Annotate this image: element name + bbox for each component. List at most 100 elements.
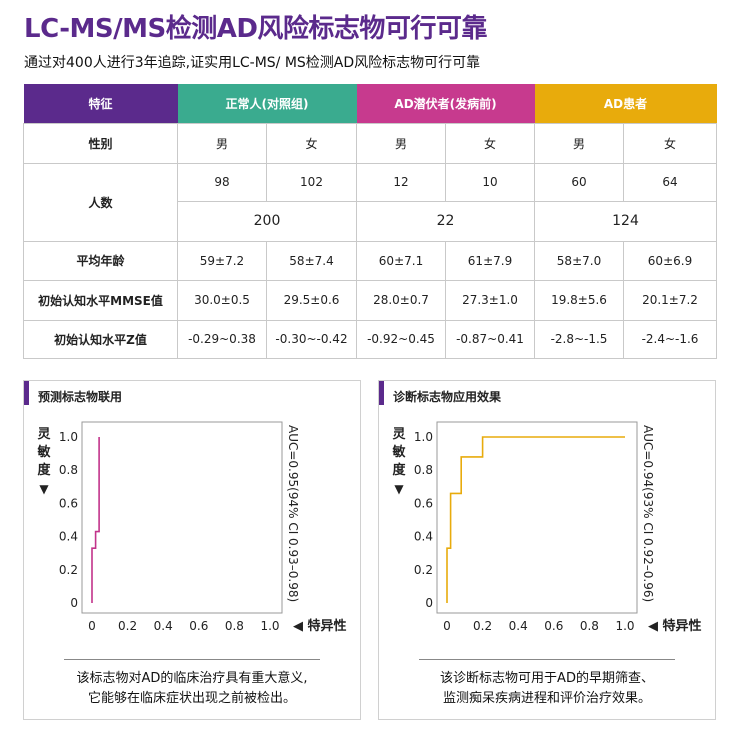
caption-line: 它能够在临床症状出现之前被检出。 [87, 691, 296, 706]
y-tick-label: 0 [70, 596, 78, 610]
table-row: 初始认知水平MMSE值 30.0±0.5 29.5±0.6 28.0±0.7 2… [23, 279, 718, 321]
y-axis-label-char: 度 [37, 462, 51, 478]
x-tick-label: 0.4 [509, 619, 528, 633]
table-cell-total: 200 [176, 200, 358, 242]
table-cell: -0.92~0.45 [356, 319, 447, 359]
table-cell: 60±6.9 [623, 240, 718, 281]
caption-divider [419, 659, 675, 660]
roc-curve [91, 437, 100, 603]
x-tick-label: 0.2 [473, 619, 492, 633]
panel-title: 预测标志物联用 [38, 390, 123, 404]
x-tick-label: 0.2 [118, 619, 137, 633]
table-cell-total: 124 [534, 200, 718, 242]
table-cell: -2.4~-1.6 [623, 319, 718, 359]
panel-accent-bar [24, 381, 29, 405]
panel-caption: 该标志物对AD的临床治疗具有重大意义, 它能够在临床症状出现之前被检出。 [24, 669, 360, 709]
table-cell: -0.30~-0.42 [265, 319, 358, 359]
table-cell-total: 22 [356, 200, 536, 242]
y-axis-label-char: 敏 [391, 444, 406, 460]
characteristics-table: 特征 正常人(对照组) AD潜伏者(发病前) AD患者 性别 男 女 男 女 男… [23, 84, 718, 359]
x-tick-label: 0 [443, 619, 451, 633]
table-cell: -0.87~0.41 [445, 319, 536, 359]
row-label-age: 平均年龄 [23, 240, 178, 281]
table-cell: 102 [265, 162, 358, 202]
table-cell: 男 [534, 122, 625, 164]
table-cell: 男 [356, 122, 447, 164]
y-tick-label: 1.0 [59, 430, 78, 444]
auc-annotation: AUC=0.95(94% CI 0.93–0.98) [286, 425, 300, 602]
table-row: 平均年龄 59±7.2 58±7.4 60±7.1 61±7.9 58±7.0 … [23, 240, 718, 281]
table-cell: 58±7.4 [265, 240, 358, 281]
table-cell: 58±7.0 [534, 240, 625, 281]
header-normal-group: 正常人(对照组) [177, 84, 357, 123]
y-tick-label: 0.2 [414, 563, 433, 577]
row-label-count: 人数 [23, 162, 178, 242]
table-row: 人数 98 102 12 10 60 64 [23, 162, 718, 242]
x-tick-label: 0.6 [544, 619, 563, 633]
table-row: 初始认知水平Z值 -0.29~0.38 -0.30~-0.42 -0.92~0.… [23, 319, 718, 359]
x-tick-label: 0.6 [189, 619, 208, 633]
table-row: 性别 男 女 男 女 男 女 [23, 122, 718, 164]
x-tick-label: 0.8 [580, 619, 599, 633]
caption-line: 该标志物对AD的临床治疗具有重大意义, [76, 671, 308, 686]
x-axis-label: ◀ 特异性 [648, 618, 702, 634]
y-tick-label: 0.6 [414, 496, 433, 510]
plot-frame [81, 421, 283, 614]
table-cell: 27.3±1.0 [445, 279, 536, 321]
y-tick-label: 1.0 [414, 430, 433, 444]
table-cell: 10 [445, 162, 536, 202]
table-header-row: 特征 正常人(对照组) AD潜伏者(发病前) AD患者 [23, 84, 717, 123]
panel-accent-bar [379, 381, 384, 405]
table-cell: 60 [534, 162, 625, 202]
y-axis-label-char: 灵 [392, 427, 406, 442]
table-cell: 19.8±5.6 [534, 279, 625, 321]
panel-caption: 该诊断标志物可用于AD的早期筛查、 监测痴呆疾病进程和评价治疗效果。 [379, 669, 715, 709]
y-tick-label: 0.4 [414, 530, 433, 544]
y-axis-arrow-icon: ▼ [394, 482, 404, 496]
table-cell: 64 [623, 162, 718, 202]
table-cell: 20.1±7.2 [623, 279, 718, 321]
table-cell: 59±7.2 [177, 240, 267, 281]
x-tick-label: 0.4 [154, 619, 173, 633]
row-label-z: 初始认知水平Z值 [23, 319, 178, 359]
y-tick-label: 0.6 [59, 496, 78, 510]
table-row: 200 22 124 [24, 200, 718, 242]
caption-divider [64, 659, 320, 660]
x-axis-label: ◀ 特异性 [293, 618, 347, 634]
header-latent-group: AD潜伏者(发病前) [356, 84, 535, 123]
plot-frame [436, 421, 638, 614]
table-cell: -2.8~-1.5 [534, 319, 625, 359]
page-title: LC-MS/MS检测AD风险标志物可行可靠 [24, 14, 487, 44]
row-label-mmse: 初始认知水平MMSE值 [23, 279, 178, 321]
header-patient-group: AD患者 [534, 84, 717, 123]
table-cell: 12 [356, 162, 447, 202]
table-cell: 61±7.9 [445, 240, 536, 281]
y-tick-label: 0.8 [414, 463, 433, 477]
table-cell: 男 [177, 122, 267, 164]
x-tick-label: 0 [88, 619, 96, 633]
y-axis-label-char: 灵 [37, 427, 51, 442]
auc-annotation: AUC=0.94(93% CI 0.92–0.96) [641, 425, 655, 602]
caption-line: 监测痴呆疾病进程和评价治疗效果。 [442, 691, 651, 706]
header-feature: 特征 [23, 84, 178, 123]
table-cell: 女 [265, 122, 358, 164]
x-tick-label: 1.0 [615, 619, 634, 633]
page-subtitle: 通过对400人进行3年追踪,证实用LC-MS/ MS检测AD风险标志物可行可靠 [24, 55, 481, 71]
y-axis-label-char: 敏 [36, 444, 51, 460]
y-tick-label: 0.2 [59, 563, 78, 577]
y-tick-label: 0 [425, 596, 433, 610]
y-tick-label: 0.4 [59, 530, 78, 544]
table-cell: 女 [623, 122, 718, 164]
row-label-sex: 性别 [23, 122, 178, 164]
y-tick-label: 0.8 [59, 463, 78, 477]
x-tick-label: 0.8 [225, 619, 244, 633]
table-cell: -0.29~0.38 [177, 319, 267, 359]
table-cell: 28.0±0.7 [356, 279, 447, 321]
table-cell: 女 [445, 122, 536, 164]
table-cell: 60±7.1 [356, 240, 447, 281]
table-cell: 98 [177, 162, 267, 202]
